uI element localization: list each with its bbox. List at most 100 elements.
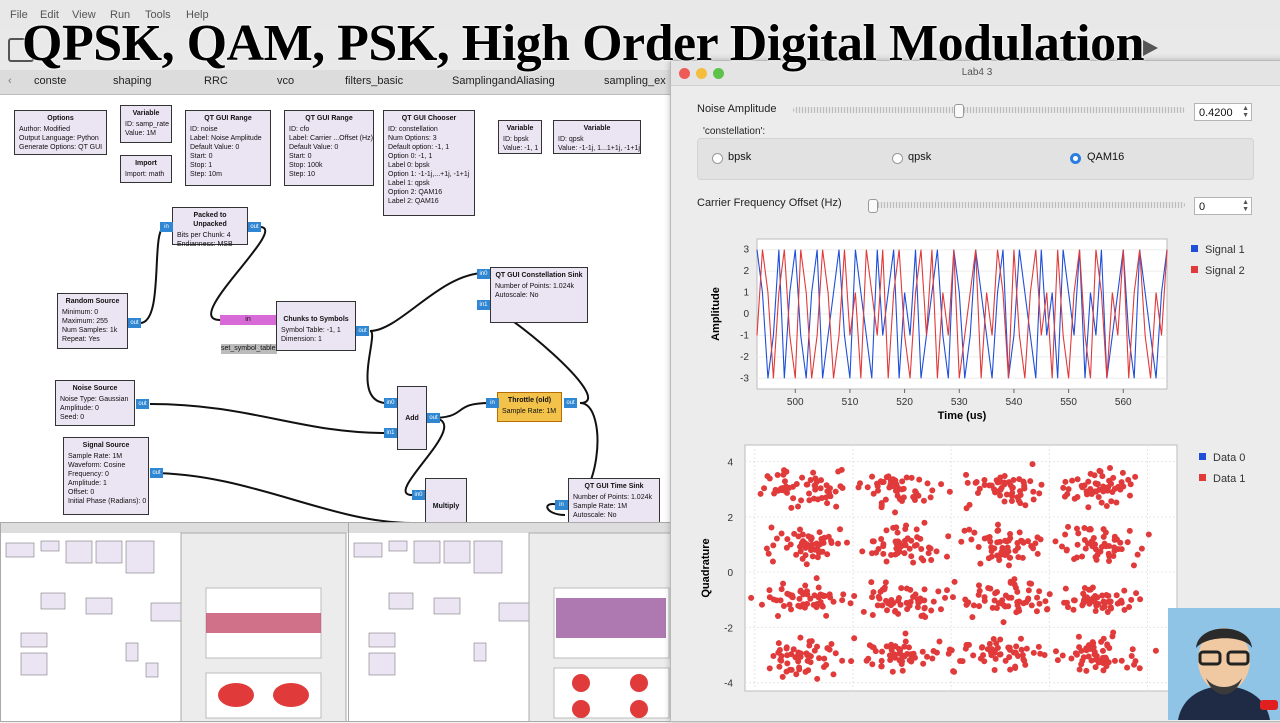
menu-help[interactable]: Help [186,9,209,21]
spin-arrows-icon[interactable]: ▲▼ [1242,199,1249,213]
cfo-spinbox[interactable]: 0 ▲▼ [1194,197,1252,215]
block-title: QT GUI Range [204,115,252,122]
constellation-point [748,594,755,601]
menu-tools[interactable]: Tools [145,9,171,21]
menu-edit[interactable]: Edit [40,9,59,21]
block-variable-bpsk[interactable]: Variable ID: bpsk Value: -1, 1 [498,120,542,154]
constellation-point [995,600,1002,607]
constellation-point [900,485,907,492]
constellation-point [1118,657,1125,664]
tab-vco[interactable]: vco [277,75,295,87]
constellation-point [807,476,814,483]
port-out[interactable]: out [128,318,141,328]
block-signal-source[interactable]: Signal Source Sample Rate: 1M Waveform: … [63,437,149,515]
block-range-cfo[interactable]: QT GUI Range ID: cfo Label: Carrier ...O… [284,110,374,186]
block-chooser-constellation[interactable]: QT GUI Chooser ID: constellation Num Opt… [383,110,475,216]
play-icon[interactable] [1140,38,1160,58]
constellation-point [993,605,1000,612]
block-variable-samp-rate[interactable]: Variable ID: samp_rate Value: 1M [120,105,172,143]
port-in0[interactable]: in0 [384,398,397,408]
constellation-point [761,485,768,492]
block-title: Chunks to Symbols [283,316,349,323]
constellation-point [1024,538,1031,545]
port-out[interactable]: out [248,222,261,232]
block-multiply[interactable]: Multiply [425,478,467,528]
minimize-icon[interactable] [696,68,707,79]
tab-rrc[interactable]: RRC [204,75,228,87]
radio-bpsk[interactable] [712,153,723,164]
port-in1[interactable]: in1 [384,428,397,438]
block-range-noise[interactable]: QT GUI Range ID: noise Label: Noise Ampl… [185,110,271,186]
block-param: ID: cfo [289,126,310,133]
block-constellation-sink[interactable]: QT GUI Constellation Sink Number of Poin… [490,267,588,323]
port-in[interactable]: in [486,398,499,408]
noise-amplitude-spinbox[interactable]: 0.4200 ▲▼ [1194,103,1252,121]
port-in0[interactable]: in0 [477,269,490,279]
tab-conste[interactable]: conste [34,75,67,87]
tab-sampling-aliasing[interactable]: SamplingandAliasing [452,75,555,87]
block-variable-qpsk[interactable]: Variable ID: qpsk Value: -1-1j, 1...1+1j… [553,120,641,154]
close-icon[interactable] [679,68,690,79]
constellation-point [981,481,988,488]
flowgraph-canvas[interactable]: Options Author: Modified Output Language… [0,95,670,535]
menu-file[interactable]: File [10,9,28,21]
noise-slider-handle[interactable] [953,104,964,118]
cfo-slider[interactable] [869,202,1185,208]
block-param: Offset: 0 [68,489,95,496]
port-out[interactable]: out [564,398,577,408]
block-packed-to-unpacked[interactable]: Packed to Unpacked Bits per Chunk: 4 End… [172,207,248,248]
tab-sampling-ex[interactable]: sampling_ex [604,75,666,87]
block-random-source[interactable]: Random Source Minimum: 0 Maximum: 255 Nu… [57,293,128,349]
port-in[interactable]: in [555,500,568,510]
port-out[interactable]: out [136,399,149,409]
constellation-point [1104,641,1111,648]
constellation-point [771,490,778,497]
message-port-in[interactable]: in [220,315,276,325]
block-time-sink[interactable]: QT GUI Time Sink Number of Points: 1.024… [568,478,660,528]
constellation-point [985,555,992,562]
block-add[interactable]: Add [397,386,427,450]
block-import[interactable]: Import Import: math [120,155,172,183]
menu-view[interactable]: View [72,9,96,21]
block-throttle[interactable]: Throttle (old) Sample Rate: 1M [497,392,562,422]
new-file-icon[interactable] [8,38,34,62]
port-in0[interactable]: in0 [412,490,425,500]
tab-shaping[interactable]: shaping [113,75,152,87]
constellation-point [775,640,782,647]
menu-run[interactable]: Run [110,9,131,21]
block-param: Value: 1M [125,130,156,137]
cfo-slider-handle[interactable] [868,199,878,213]
constellation-point [828,640,835,647]
radio-qam16[interactable] [1070,153,1081,164]
radio-qpsk[interactable] [892,153,903,164]
block-chunks-to-symbols[interactable]: Chunks to Symbols Symbol Table: -1, 1 Di… [276,301,356,351]
block-param: Endianness: MSB [177,241,233,248]
port-in[interactable]: in [160,222,173,232]
constellation-point [805,667,812,674]
noise-amplitude-slider[interactable] [793,107,1185,113]
y-tick-label: 0 [743,309,749,320]
constellation-point [975,543,982,550]
block-title: Throttle (old) [507,397,552,404]
constellation-point [912,488,919,495]
maximize-icon[interactable] [713,68,724,79]
port-out[interactable]: out [356,326,369,336]
block-options[interactable]: Options Author: Modified Output Language… [14,110,107,155]
constellation-point [1073,651,1080,658]
constellation-point [920,660,927,667]
port-in1[interactable]: in1 [477,300,490,310]
constellation-point [1125,476,1132,483]
constellation-point [946,488,953,495]
tab-filters-basic[interactable]: filters_basic [345,75,404,87]
port-out[interactable]: out [150,468,163,478]
tab-scroll-left-icon[interactable]: ‹ [8,75,12,87]
port-out[interactable]: out [427,413,440,423]
constellation-point [1014,599,1021,606]
constellation-point [997,551,1004,558]
video-title-overlay: QPSK, QAM, PSK, High Order Digital Modul… [22,15,1145,72]
constellation-point [910,559,917,566]
spin-arrows-icon[interactable]: ▲▼ [1242,105,1249,119]
block-noise-source[interactable]: Noise Source Noise Type: Gaussian Amplit… [55,380,135,426]
